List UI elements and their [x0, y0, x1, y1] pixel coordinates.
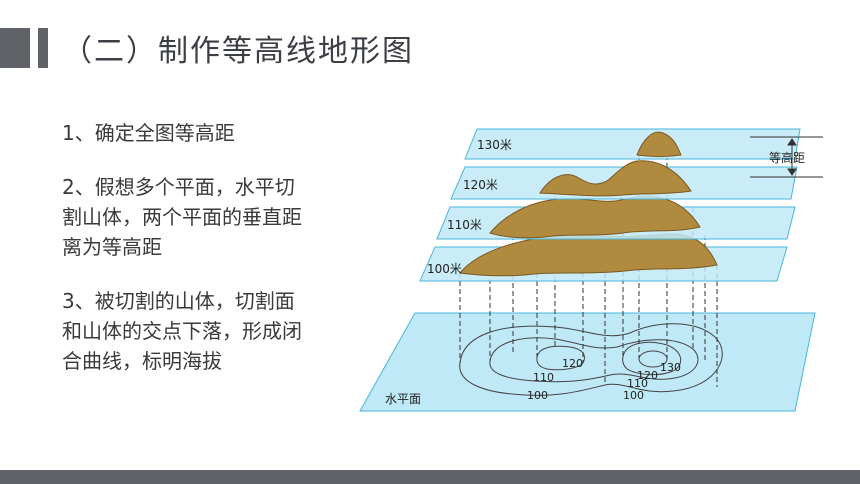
step-item: 2、假想多个平面，水平切 割山体，两个平面的垂直距 离为等高距 [62, 172, 362, 262]
step-text: 合曲线，标明海拔 [62, 349, 222, 373]
page-title: （二）制作等高线地形图 [62, 34, 414, 69]
title-accent-bar [0, 28, 30, 68]
base-plane-label: 水平面 [385, 392, 421, 406]
plane-label: 110米 [447, 218, 482, 232]
mountain-layer [539, 160, 692, 197]
step-text: 和山体的交点下落，形成闭 [62, 319, 302, 343]
contour-label: 100 [527, 389, 548, 402]
mountain-peak [636, 131, 682, 157]
step-text: 离为等高距 [62, 235, 162, 259]
interval-label: 等高距 [769, 150, 805, 165]
contour-diagram: 120 130 120 110 110 100 100 130米 120米 11… [359, 128, 823, 412]
contour-label: 130 [660, 361, 681, 374]
plane-label: 130米 [477, 138, 512, 152]
base-plane [359, 312, 816, 412]
title-accent-bar-thin [38, 28, 48, 68]
step-item: 1、确定全图等高距 [62, 118, 362, 148]
contour-120-right [622, 341, 682, 376]
interval-indicator [750, 136, 823, 178]
contour-label: 120 [637, 369, 658, 382]
footer-bar [0, 470, 860, 484]
contour-label: 120 [562, 357, 583, 370]
contour-label: 110 [627, 377, 648, 390]
plane-130 [464, 128, 801, 160]
step-text: 3、被切割的山体，切割面 [62, 289, 295, 313]
contour-110 [489, 337, 699, 383]
plane-label: 120米 [463, 178, 498, 192]
contour-label: 100 [623, 389, 644, 402]
step-text: 1、确定全图等高距 [62, 121, 235, 145]
step-text: 割山体，两个平面的垂直距 [62, 205, 302, 229]
step-list: 1、确定全图等高距 2、假想多个平面，水平切 割山体，两个平面的垂直距 离为等高… [62, 118, 362, 400]
step-item: 3、被切割的山体，切割面 和山体的交点下落，形成闭 合曲线，标明海拔 [62, 286, 362, 376]
contour-label: 110 [533, 371, 554, 384]
plane-label: 100米 [427, 262, 462, 276]
step-text: 2、假想多个平面，水平切 [62, 175, 295, 199]
